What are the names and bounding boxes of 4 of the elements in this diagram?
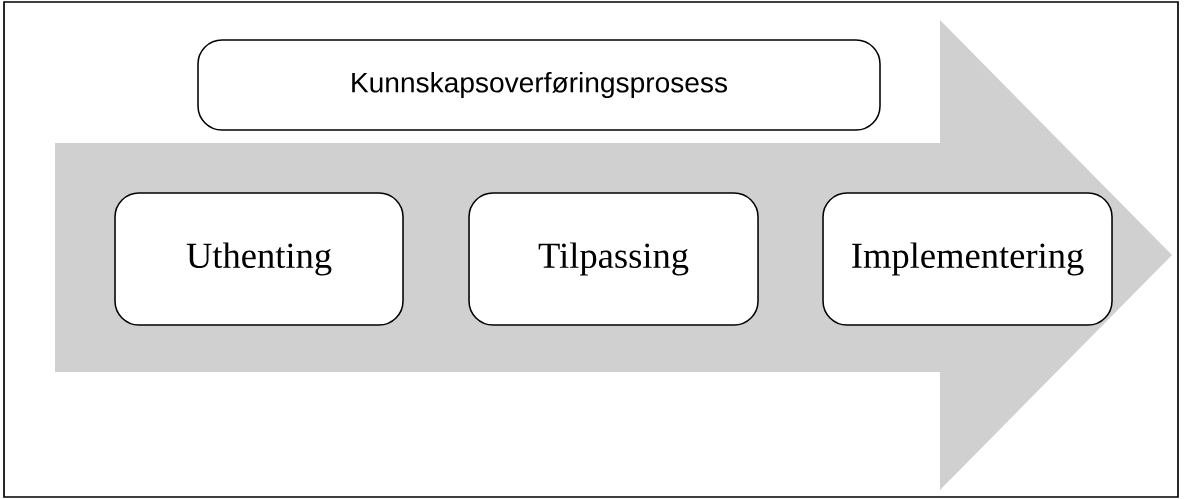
stage-box: Implementering [822, 192, 1113, 326]
stage-box: Uthenting [114, 192, 404, 326]
stage-box: Tilpassing [468, 192, 759, 326]
title-box: Kunnskapsoverføringsprosess [197, 39, 881, 131]
